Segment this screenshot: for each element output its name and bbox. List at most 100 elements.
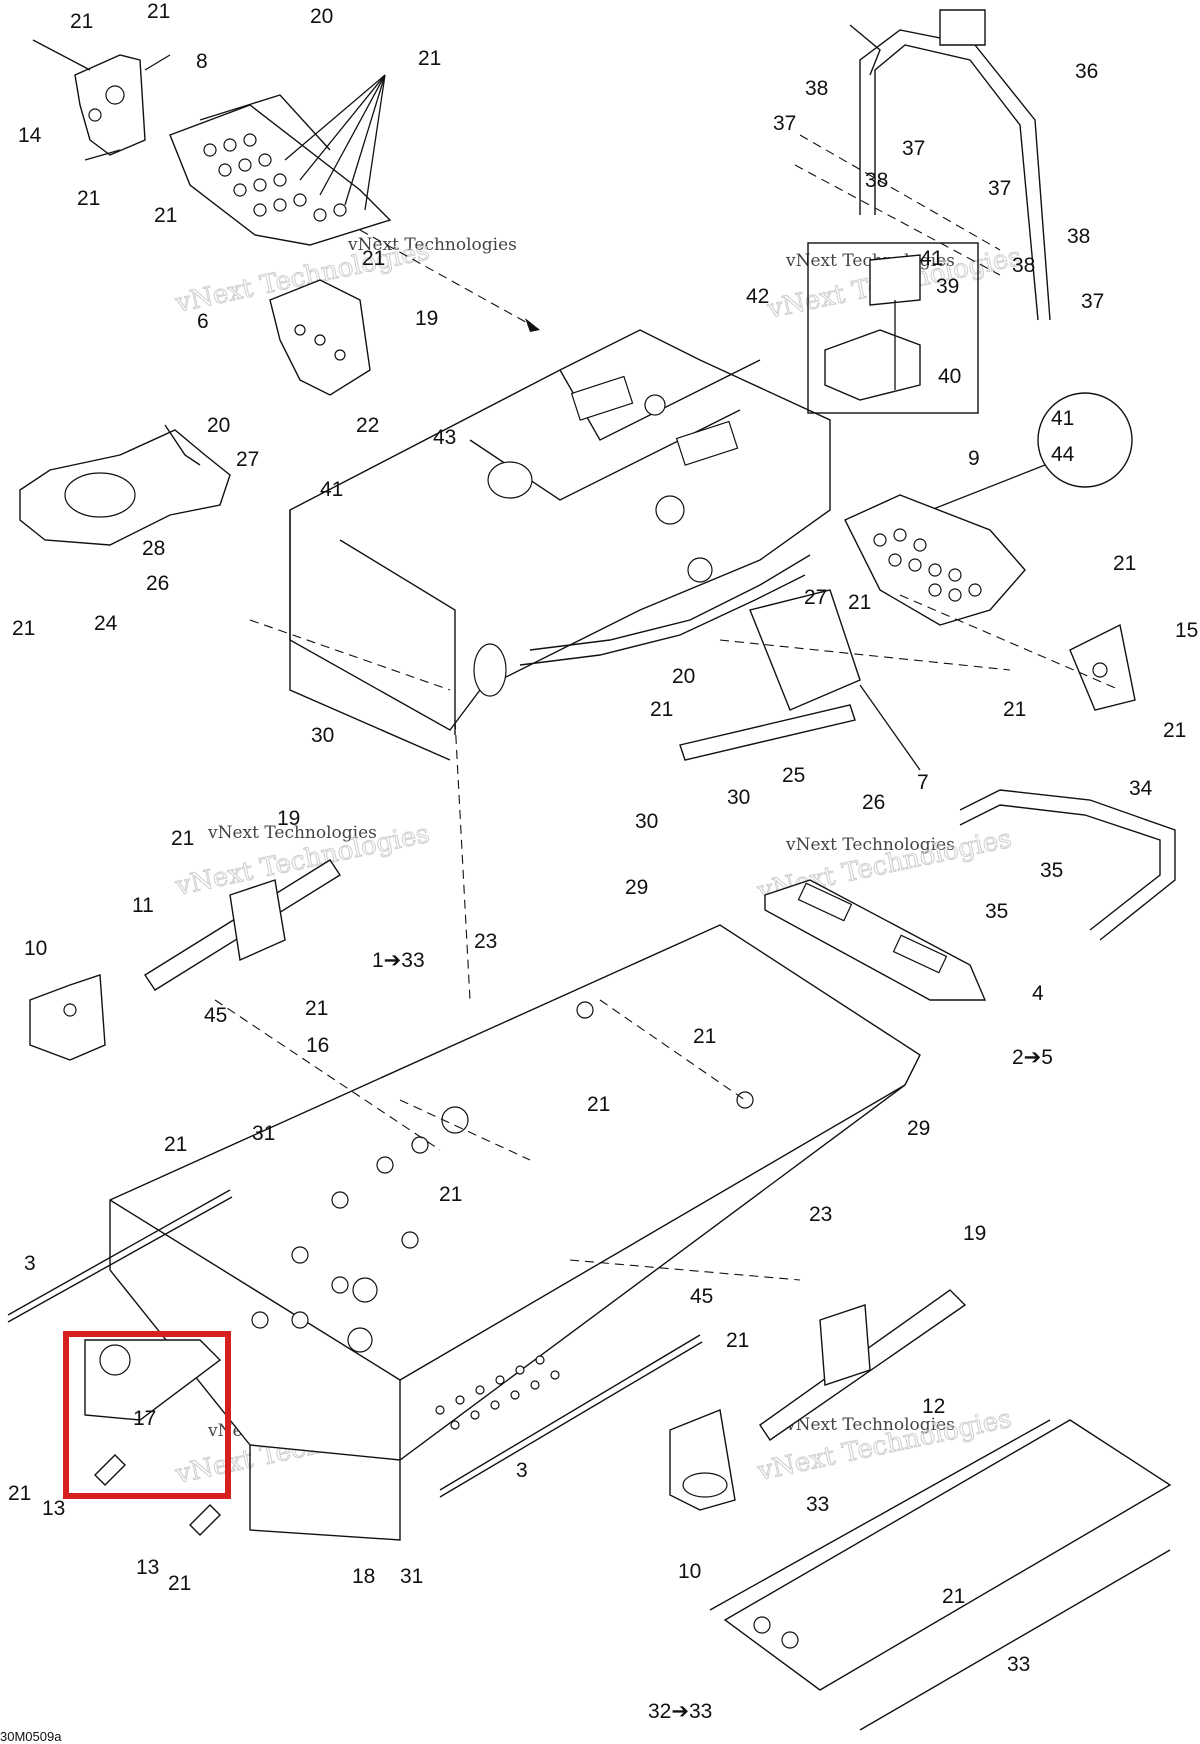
callout-21: 21 <box>439 1183 462 1206</box>
strip-25 <box>679 704 856 761</box>
callout-38: 38 <box>1012 254 1035 277</box>
callout-7: 7 <box>917 771 929 794</box>
callout-16: 16 <box>306 1034 329 1057</box>
inset-detail-box <box>807 242 979 414</box>
callout-30: 30 <box>635 810 658 833</box>
bracket-11 <box>144 859 341 991</box>
bracket-10-right <box>669 1409 736 1511</box>
callout-34: 34 <box>1129 777 1153 800</box>
callout-21: 21 <box>848 591 871 614</box>
callout-29: 29 <box>907 1117 930 1140</box>
callout-21: 21 <box>305 997 328 1020</box>
callout-18: 18 <box>352 1565 375 1588</box>
plate-4 <box>764 879 987 1001</box>
callout-21: 21 <box>1003 698 1026 721</box>
callout-10: 10 <box>678 1560 701 1583</box>
callout-35: 35 <box>1040 859 1063 882</box>
callout-1-33: 1➔33 <box>372 949 425 972</box>
callout-21: 21 <box>154 204 177 227</box>
footrest-8-holes <box>203 133 347 222</box>
callout-41: 41 <box>920 247 943 270</box>
callout-33: 33 <box>806 1493 829 1516</box>
callout-21: 21 <box>1163 719 1186 742</box>
callout-20: 20 <box>310 5 333 28</box>
callout-21: 21 <box>693 1025 716 1048</box>
callout-40: 40 <box>938 365 961 388</box>
callout-21: 21 <box>726 1329 749 1352</box>
watermark-text: vNext Technologies <box>207 823 377 843</box>
callout-23: 23 <box>474 930 497 953</box>
callout-27: 27 <box>236 448 259 471</box>
callout-6: 6 <box>197 310 209 333</box>
callout-45: 45 <box>690 1285 713 1308</box>
hinge-7 <box>749 589 921 771</box>
callout-27: 27 <box>804 586 827 609</box>
callout-19: 19 <box>277 807 300 830</box>
callout-28: 28 <box>142 537 165 560</box>
callout-37: 37 <box>988 177 1011 200</box>
callout-38: 38 <box>1067 225 1090 248</box>
callout-2-5: 2➔5 <box>1012 1046 1053 1069</box>
watermark-text: vNext Technologies <box>785 1415 955 1435</box>
callout-21: 21 <box>168 1572 191 1595</box>
callout-38: 38 <box>805 77 828 100</box>
part-17-plate <box>84 1339 222 1421</box>
callout-17: 17 <box>133 1407 156 1430</box>
side-cover-24 <box>19 424 231 546</box>
bracket-14 <box>32 39 171 161</box>
callout-labels: 21 21 20 21 8 14 21 21 21 6 19 20 22 27 … <box>8 0 1198 1723</box>
callout-41: 41 <box>320 478 343 501</box>
callout-41: 41 <box>1051 407 1074 430</box>
callout-26: 26 <box>862 791 885 814</box>
callout-37: 37 <box>1081 290 1104 313</box>
tunnel-holes <box>251 1001 754 1353</box>
steering-support-36 <box>794 9 1051 321</box>
callout-30: 30 <box>311 724 334 747</box>
callout-21: 21 <box>164 1133 187 1156</box>
footrest-9-holes <box>873 528 982 602</box>
callout-21: 21 <box>8 1482 31 1505</box>
callout-32-33: 32➔33 <box>648 1700 712 1723</box>
callout-9: 9 <box>968 447 980 470</box>
watermark-text: vNext Technologies <box>785 835 955 855</box>
callout-8: 8 <box>196 50 208 73</box>
callout-21: 21 <box>650 698 673 721</box>
chassis-front <box>289 329 831 761</box>
footrest-8 <box>169 74 392 246</box>
callout-29: 29 <box>625 876 648 899</box>
callout-21: 21 <box>587 1093 610 1116</box>
rail-3 <box>7 1189 703 1498</box>
callout-22: 22 <box>356 414 379 437</box>
tunnel-side-holes <box>435 1355 560 1430</box>
callout-26: 26 <box>146 572 169 595</box>
callout-13: 13 <box>136 1556 159 1579</box>
tunnel-frame <box>109 924 921 1541</box>
part-13-tabs <box>94 1454 221 1536</box>
callout-21: 21 <box>171 827 194 850</box>
callout-4: 4 <box>1032 982 1044 1005</box>
callout-31: 31 <box>252 1122 275 1145</box>
callout-31: 31 <box>400 1565 423 1588</box>
callout-21: 21 <box>77 187 100 210</box>
bracket-10-left <box>29 974 106 1061</box>
callout-12: 12 <box>922 1395 945 1418</box>
callout-37: 37 <box>773 112 796 135</box>
callout-33: 33 <box>1007 1653 1030 1676</box>
callout-11: 11 <box>132 894 154 917</box>
callout-21: 21 <box>1113 552 1136 575</box>
reference-code: 30M0509a <box>0 1729 62 1744</box>
hinge-bracket-6 <box>269 229 541 396</box>
watermark-text: vNext Technologies <box>347 235 517 255</box>
callout-21: 21 <box>418 47 441 70</box>
slide-plate-32 <box>709 1419 1172 1731</box>
callout-30: 30 <box>727 786 750 809</box>
callout-19: 19 <box>415 307 438 330</box>
callout-10: 10 <box>24 937 47 960</box>
callout-21: 21 <box>12 617 35 640</box>
callout-14: 14 <box>18 124 42 147</box>
callout-20: 20 <box>672 665 695 688</box>
callout-43: 43 <box>433 426 456 449</box>
callout-39: 39 <box>936 275 959 298</box>
callout-42: 42 <box>746 285 769 308</box>
callout-35: 35 <box>985 900 1008 923</box>
